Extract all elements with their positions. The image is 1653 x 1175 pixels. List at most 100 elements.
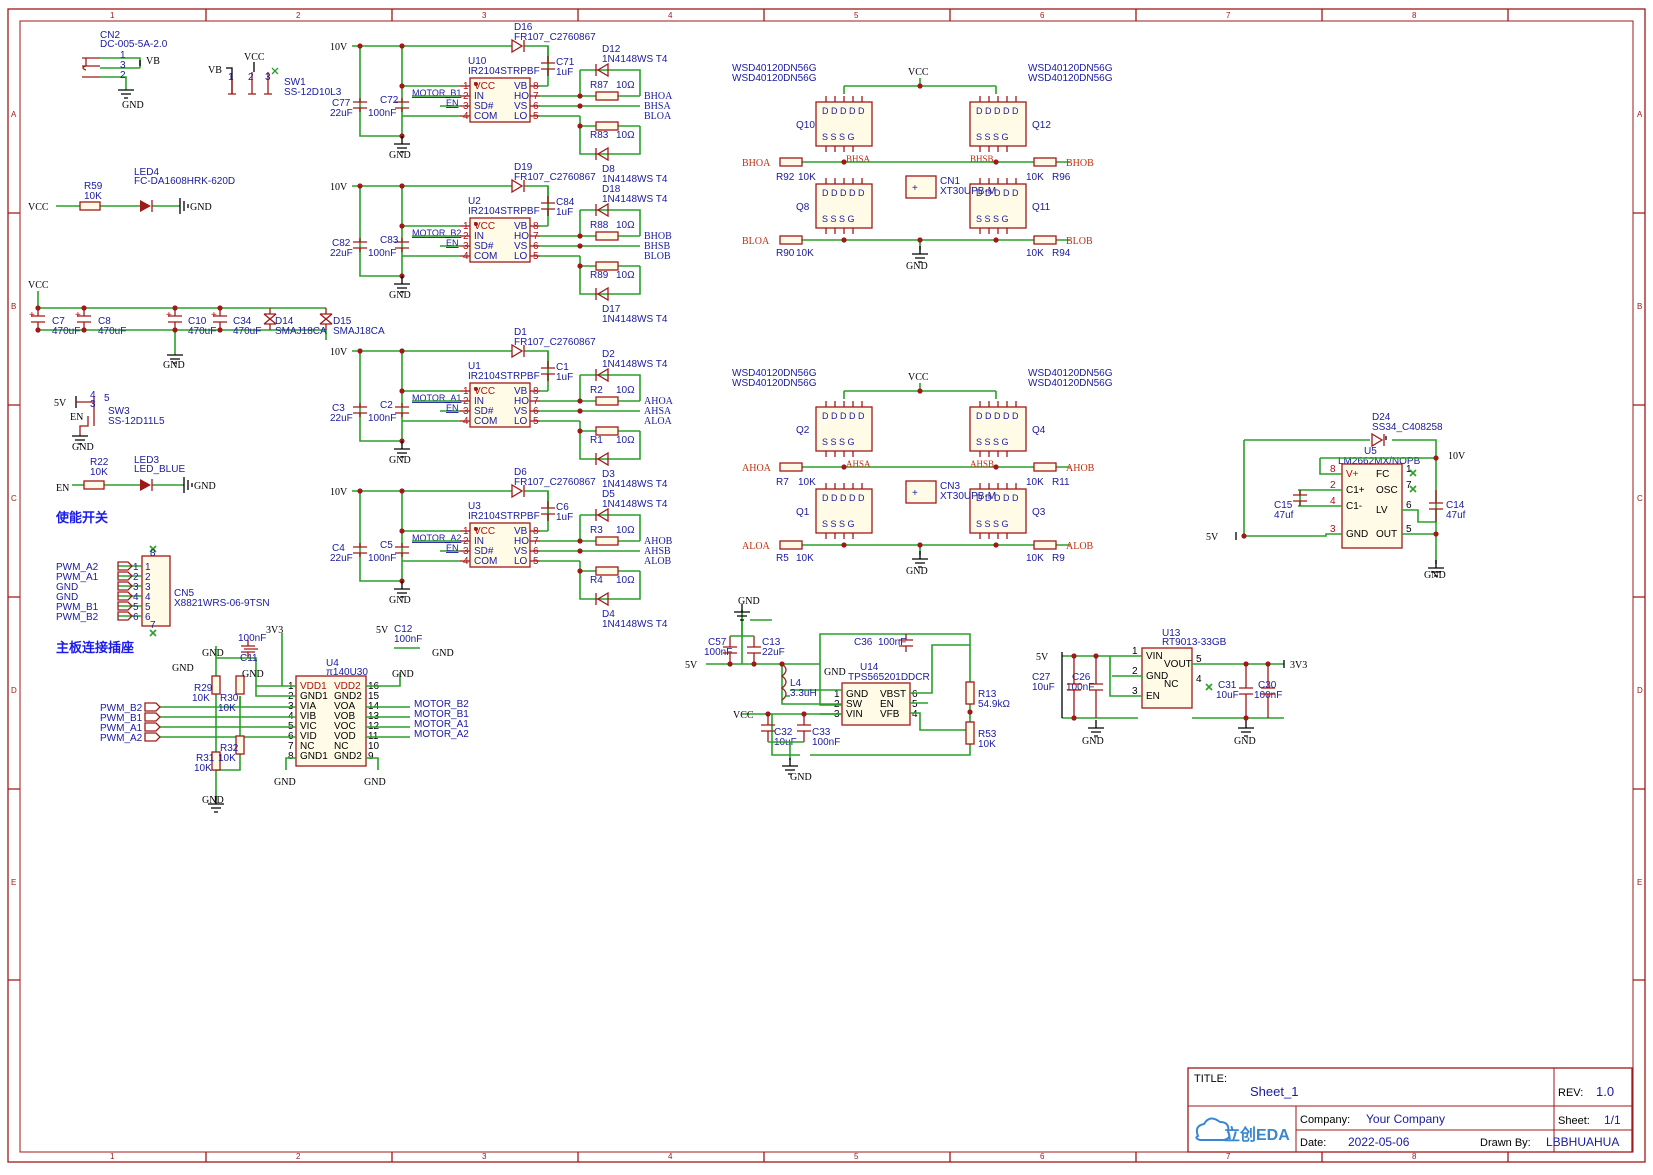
- junction-dot: [357, 43, 363, 49]
- driver-part: IR2104STRPBF: [468, 511, 540, 522]
- d-hi-part: 1N4148WS T4: [602, 194, 668, 205]
- mosfet-ref: Q1: [796, 507, 810, 518]
- c15-body: [1293, 490, 1307, 506]
- r-gate-tl: R92: [776, 172, 795, 183]
- cn5-ref: CN5: [174, 588, 194, 599]
- driver-pin-lo: LO: [514, 556, 528, 567]
- junction-dot: [217, 327, 223, 333]
- pump-v10: 10V: [1448, 451, 1466, 462]
- u13-right-num: 4: [1196, 674, 1202, 685]
- vb-wire: [540, 351, 549, 392]
- c10-ref: C10: [188, 316, 207, 327]
- frame-row-right-E: E: [1637, 878, 1642, 887]
- net-vs: BHSA: [644, 101, 671, 112]
- logo-text: 立创EDA: [1224, 1125, 1290, 1144]
- bridge-gnd: GND: [906, 566, 928, 577]
- c57-body: [723, 636, 737, 664]
- mosfet-ref: Q4: [1032, 425, 1046, 436]
- hi-diode-loop: [579, 69, 641, 96]
- r31-body: [211, 751, 221, 771]
- d15-ref: D15: [333, 316, 352, 327]
- ldo-nc-mark: [1205, 683, 1213, 691]
- r-hi-ref: R88: [590, 220, 609, 231]
- u14-left-num: 1: [834, 689, 840, 700]
- gate-resistor-bl: [779, 540, 803, 550]
- c-boot: [541, 56, 555, 76]
- frame-row-right-B: B: [1637, 302, 1642, 311]
- u4-part: π140U30: [326, 667, 368, 678]
- driver-pin-com: COM: [474, 251, 497, 262]
- c30-body: [1261, 664, 1275, 718]
- sw1-pin-1: 1: [228, 72, 234, 83]
- net-ho: BHOA: [644, 91, 673, 102]
- u4-out-net: MOTOR_A1: [414, 719, 469, 730]
- r-gate-bl: R90: [776, 248, 795, 259]
- junction-dot: [577, 538, 583, 544]
- frame-col-bot-1: 1: [110, 1152, 115, 1161]
- bridge-ho-left: AHOA: [742, 463, 772, 474]
- u4-right-pin: GND2: [334, 751, 362, 762]
- bulk-wire: [359, 186, 402, 277]
- u4-gnd-5: GND: [432, 648, 454, 659]
- c-boot-val: 1uF: [556, 67, 573, 78]
- c34-val: 470uF: [233, 326, 261, 337]
- d-hi-ref: D18: [602, 184, 621, 195]
- cn5-pin-inner: 5: [145, 602, 151, 613]
- r53-ref: R53: [978, 729, 997, 740]
- junction-dot: [751, 661, 757, 667]
- cn5-pin-inner: 4: [145, 592, 151, 603]
- d24-ref: D24: [1372, 412, 1391, 423]
- u4-out-net: MOTOR_B1: [414, 709, 469, 720]
- cn5-pin-inner: 6: [145, 612, 151, 623]
- lo-diode: [595, 146, 609, 162]
- c-bulk: [353, 403, 367, 417]
- c-boot-val: 1uF: [556, 207, 573, 218]
- u14-right-pin: VFB: [880, 709, 900, 720]
- mosfet-ref: Q3: [1032, 507, 1046, 518]
- cn5-part: X8821WRS-06-9TSN: [174, 598, 270, 609]
- junction-dot: [357, 348, 363, 354]
- u5-ref: U5: [1364, 446, 1377, 457]
- u4-left-num: 8: [288, 751, 294, 762]
- driver-pin-in: IN: [474, 231, 484, 242]
- sheet-label: Sheet:: [1558, 1115, 1590, 1127]
- junction-dot: [399, 83, 405, 89]
- frame-row-left-B: B: [11, 302, 16, 311]
- v10-label: 10V: [330, 182, 348, 193]
- u4-right-pin: VOD: [334, 731, 356, 742]
- r32-body: [235, 735, 245, 755]
- boot-diode: [511, 178, 525, 194]
- c-bulk: [353, 543, 367, 557]
- u14-left-pin: VIN: [846, 709, 863, 720]
- c-bulk: [353, 238, 367, 252]
- gate-resistor-tr: [1033, 157, 1057, 167]
- en-net: EN: [446, 238, 459, 248]
- u4-right-pin: VOB: [334, 711, 355, 722]
- polarity-plus: +: [29, 310, 35, 321]
- frame-col-bot-7: 7: [1226, 1152, 1231, 1161]
- bridge-lo-left: ALOA: [742, 541, 771, 552]
- enable-switch-title: 使能开关: [55, 510, 108, 525]
- driver-pin-vb: VB: [514, 386, 528, 397]
- driver-ground: [394, 276, 410, 293]
- c-dec-ref: C83: [380, 235, 399, 246]
- boot-diode: [511, 483, 525, 499]
- u13-right-num: 5: [1196, 654, 1202, 665]
- c33-ref: C33: [812, 727, 831, 738]
- pin1-marker: [474, 222, 478, 226]
- mosfet-drain-pins: D D D D D: [822, 188, 865, 198]
- u13-left-num: 3: [1132, 686, 1138, 697]
- pin1-marker: [474, 82, 478, 86]
- u14-right-num: 4: [912, 709, 918, 720]
- bridge-gnd: GND: [906, 261, 928, 272]
- mosfet-ref: Q11: [1032, 202, 1051, 213]
- u13-left-num: 2: [1132, 666, 1138, 677]
- mosfet-source-pins: S S S G: [976, 132, 1009, 142]
- bulk-cap-2: [168, 308, 182, 330]
- mosfet-drain-pins: D D D D D: [976, 106, 1019, 116]
- cn2-part: DC-005-5A-2.0: [100, 39, 168, 50]
- hi-diode: [595, 62, 609, 78]
- junction-dot: [577, 243, 583, 249]
- frame-col-bot-2: 2: [296, 1152, 301, 1161]
